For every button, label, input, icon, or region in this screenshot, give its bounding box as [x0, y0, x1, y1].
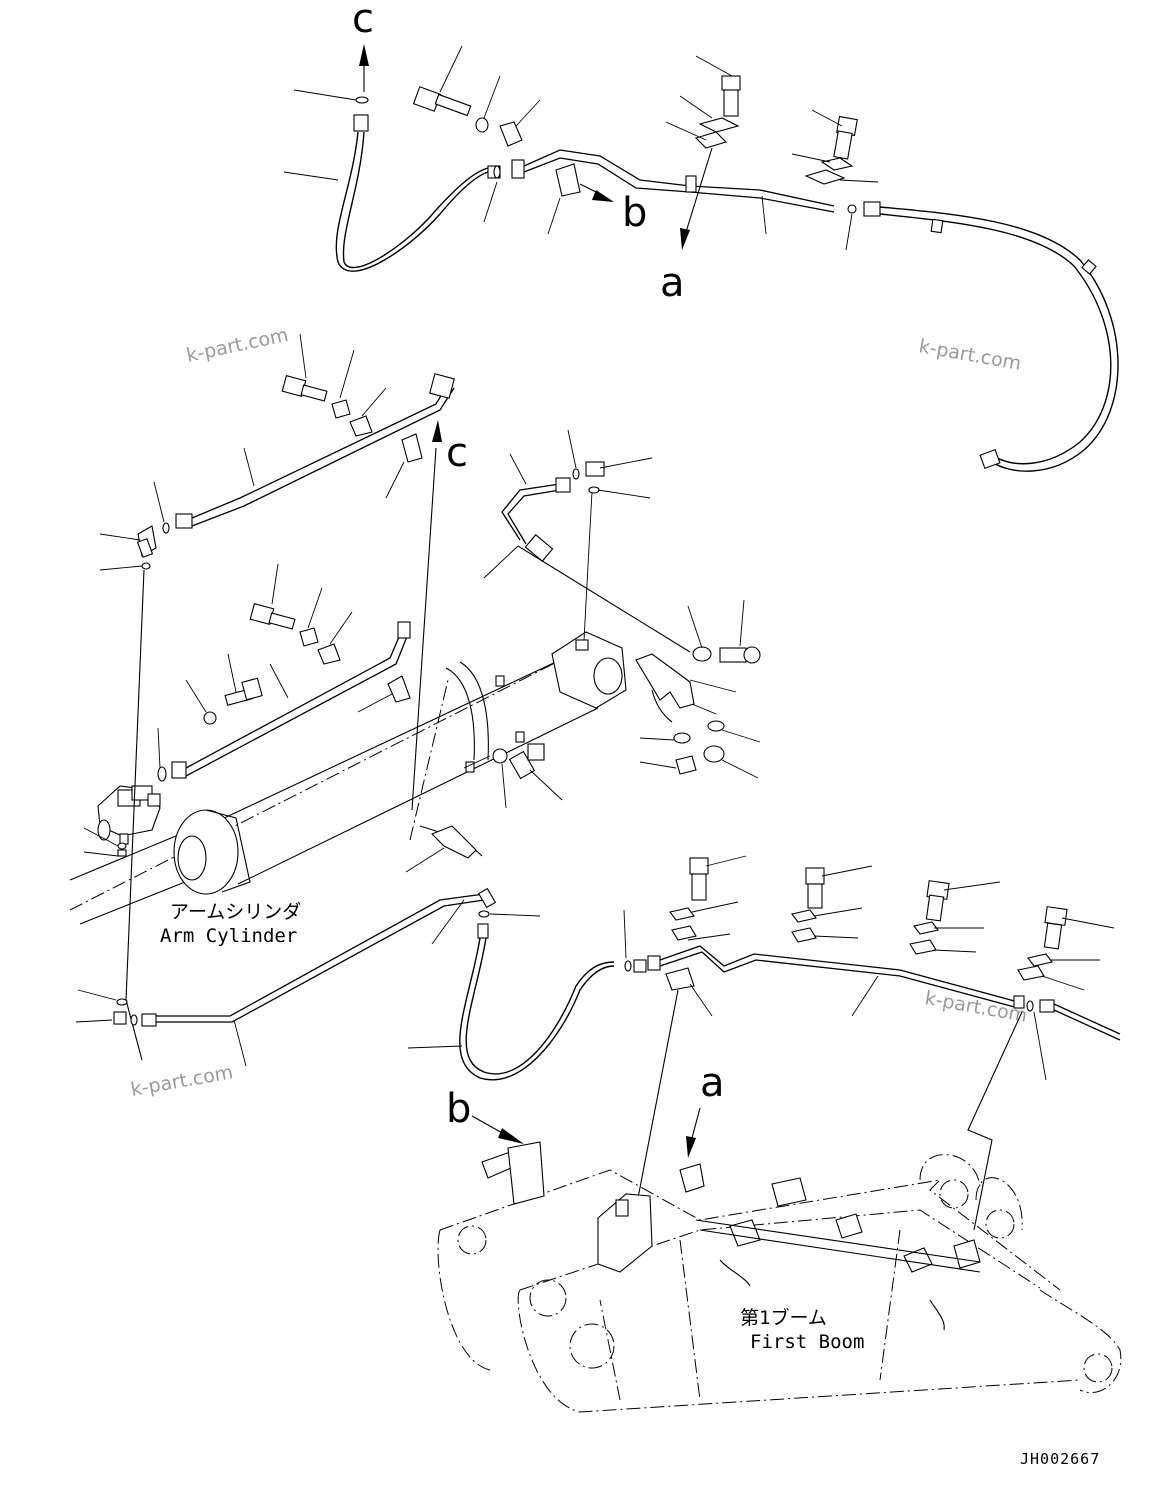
lower-left-pipe: [75, 887, 615, 1081]
watermark-1: k-part.com: [184, 324, 290, 367]
cylinder-head: [551, 631, 627, 709]
ref-a-top: a: [660, 260, 685, 306]
ref-c-top: c: [352, 0, 374, 42]
clamp: [555, 163, 581, 197]
ref-b-lower: b: [446, 1086, 471, 1132]
arm-cylinder-assembly: c: [69, 333, 761, 1061]
bolt-1: [412, 86, 472, 117]
watermark-4: k-part.com: [923, 987, 1029, 1027]
washer: [475, 117, 489, 133]
upper-elbow-fitting: [136, 525, 157, 558]
hose-fitting: [353, 114, 369, 132]
first-boom-label-jp: 第1ブーム: [740, 1306, 827, 1329]
washer-plate: [698, 117, 740, 133]
cylinder-clamp: [635, 653, 695, 709]
top-hose-assembly: c b: [283, 0, 1119, 472]
safety-valve: [97, 785, 161, 845]
pipe-fitting: [511, 159, 525, 179]
ref-b-top: b: [622, 190, 647, 236]
clamp-plate: [499, 121, 523, 147]
first-boom-label-en: First Boom: [750, 1331, 864, 1353]
o-ring: [355, 96, 369, 104]
drawing-code: JH002667: [1020, 1450, 1100, 1468]
arm-cylinder-label-jp: アームシリンダ: [170, 901, 301, 923]
boom-pipe-assembly: [623, 855, 1121, 1251]
first-boom: [437, 1141, 1122, 1413]
watermark-2: k-part.com: [917, 335, 1023, 375]
ref-a-lower: a: [700, 1060, 725, 1106]
watermark-3: k-part.com: [129, 1061, 235, 1101]
ref-c-mid: c: [446, 430, 468, 476]
arm-cylinder-label-en: Arm Cylinder: [160, 925, 297, 947]
ref-arrows-lower: a b: [446, 1060, 725, 1158]
bolt-2-head: [721, 75, 741, 91]
